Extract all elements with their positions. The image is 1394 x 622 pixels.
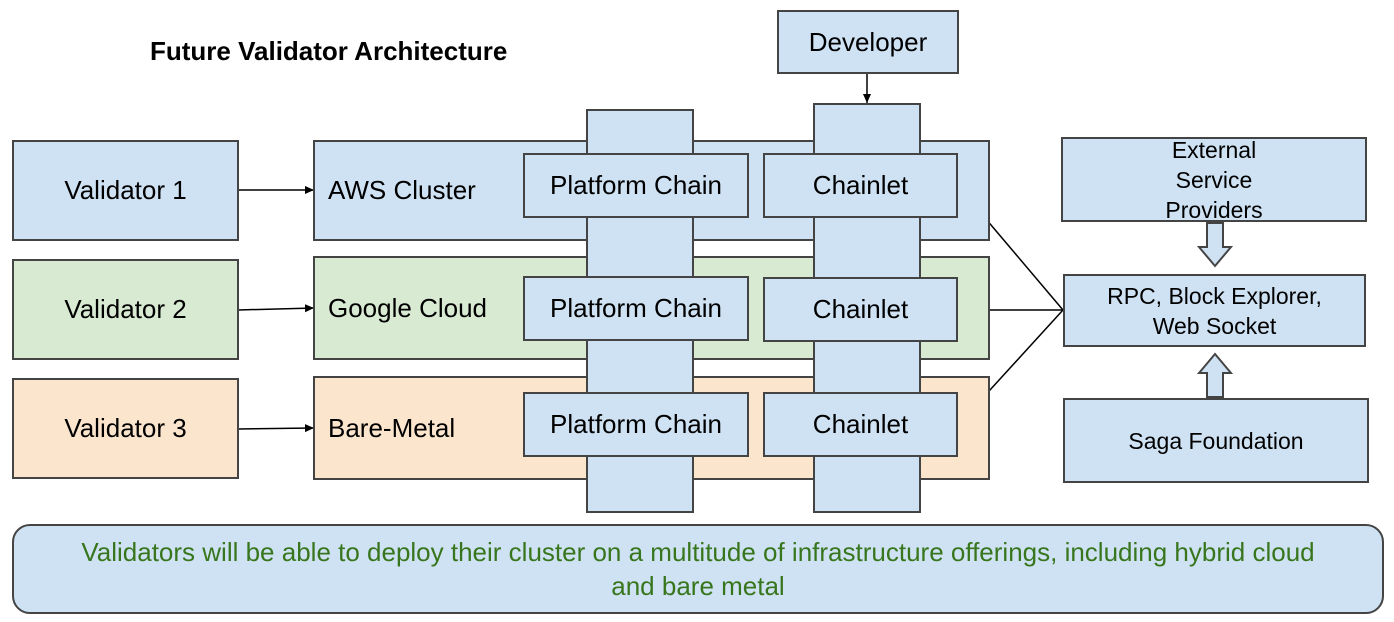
developer-box: Developer: [777, 10, 959, 74]
platform-chain-3-label: Platform Chain: [550, 409, 722, 439]
chainlet-1-label: Chainlet: [812, 170, 909, 200]
validator-2-arrow: [237, 304, 315, 313]
chainlet-3: Chainlet: [763, 392, 958, 457]
footer-text: Validators will be able to deploy their …: [81, 537, 1315, 601]
aws-cluster-label: AWS Cluster: [328, 175, 476, 205]
platform-chain-1: Platform Chain: [523, 153, 749, 218]
external-providers-box: External Service Providers: [1061, 136, 1367, 223]
up-arrow-icon: [1197, 352, 1233, 398]
chainlet-1: Chainlet: [763, 153, 958, 218]
validator-3-arrow: [237, 424, 315, 433]
platform-chain-3: Platform Chain: [523, 392, 749, 457]
external-providers-label: External Service Providers: [1165, 136, 1263, 223]
platform-chain-1-label: Platform Chain: [550, 170, 722, 200]
validator-3-box: Validator 3: [12, 378, 239, 479]
validator-3-label: Validator 3: [64, 413, 187, 443]
validator-2-label: Validator 2: [64, 294, 187, 324]
chainlet-2: Chainlet: [763, 277, 958, 342]
bare-metal-label: Bare-Metal: [328, 412, 456, 443]
rpc-box: RPC, Block Explorer, Web Socket: [1063, 274, 1366, 347]
diagram-title: Future Validator Architecture: [150, 36, 508, 66]
down-arrow-icon: [1197, 222, 1233, 268]
validator-2-box: Validator 2: [12, 259, 239, 360]
chainlet-3-label: Chainlet: [812, 409, 909, 439]
saga-foundation-box: Saga Foundation: [1063, 398, 1369, 483]
google-cloud-label: Google Cloud: [328, 292, 487, 323]
footer-banner: Validators will be able to deploy their …: [12, 524, 1384, 614]
developer-label: Developer: [808, 26, 928, 57]
chainlet-2-label: Chainlet: [812, 294, 909, 324]
saga-foundation-label: Saga Foundation: [1128, 427, 1304, 454]
platform-chain-2-label: Platform Chain: [550, 293, 722, 323]
platform-chain-2: Platform Chain: [523, 276, 749, 341]
validator-1-box: Validator 1: [12, 140, 239, 241]
rpc-label: RPC, Block Explorer, Web Socket: [1107, 282, 1322, 339]
validator-1-label: Validator 1: [64, 175, 187, 205]
